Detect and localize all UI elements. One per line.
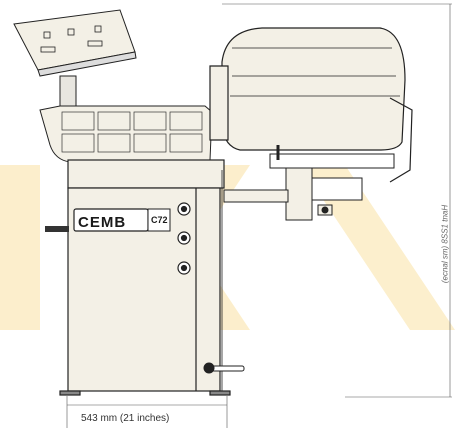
brand-label: CEMB [78,214,127,231]
dimension-lines [66,3,452,428]
brake-pedal [203,362,245,374]
control-knobs [177,202,191,275]
balancer-shaft [223,145,395,221]
side-rod [45,226,69,232]
cabinet-body [59,159,231,396]
model-label: C72 [151,215,168,225]
wheel-guard [209,27,413,183]
display-panel [13,9,137,107]
accessory-tray [39,105,213,163]
height-dimension-label: (ecnal sm) 8SS1 tnaH [440,204,450,284]
brand-plate [73,208,171,232]
width-dimension-label: 543 mm (21 inches) [81,413,170,424]
